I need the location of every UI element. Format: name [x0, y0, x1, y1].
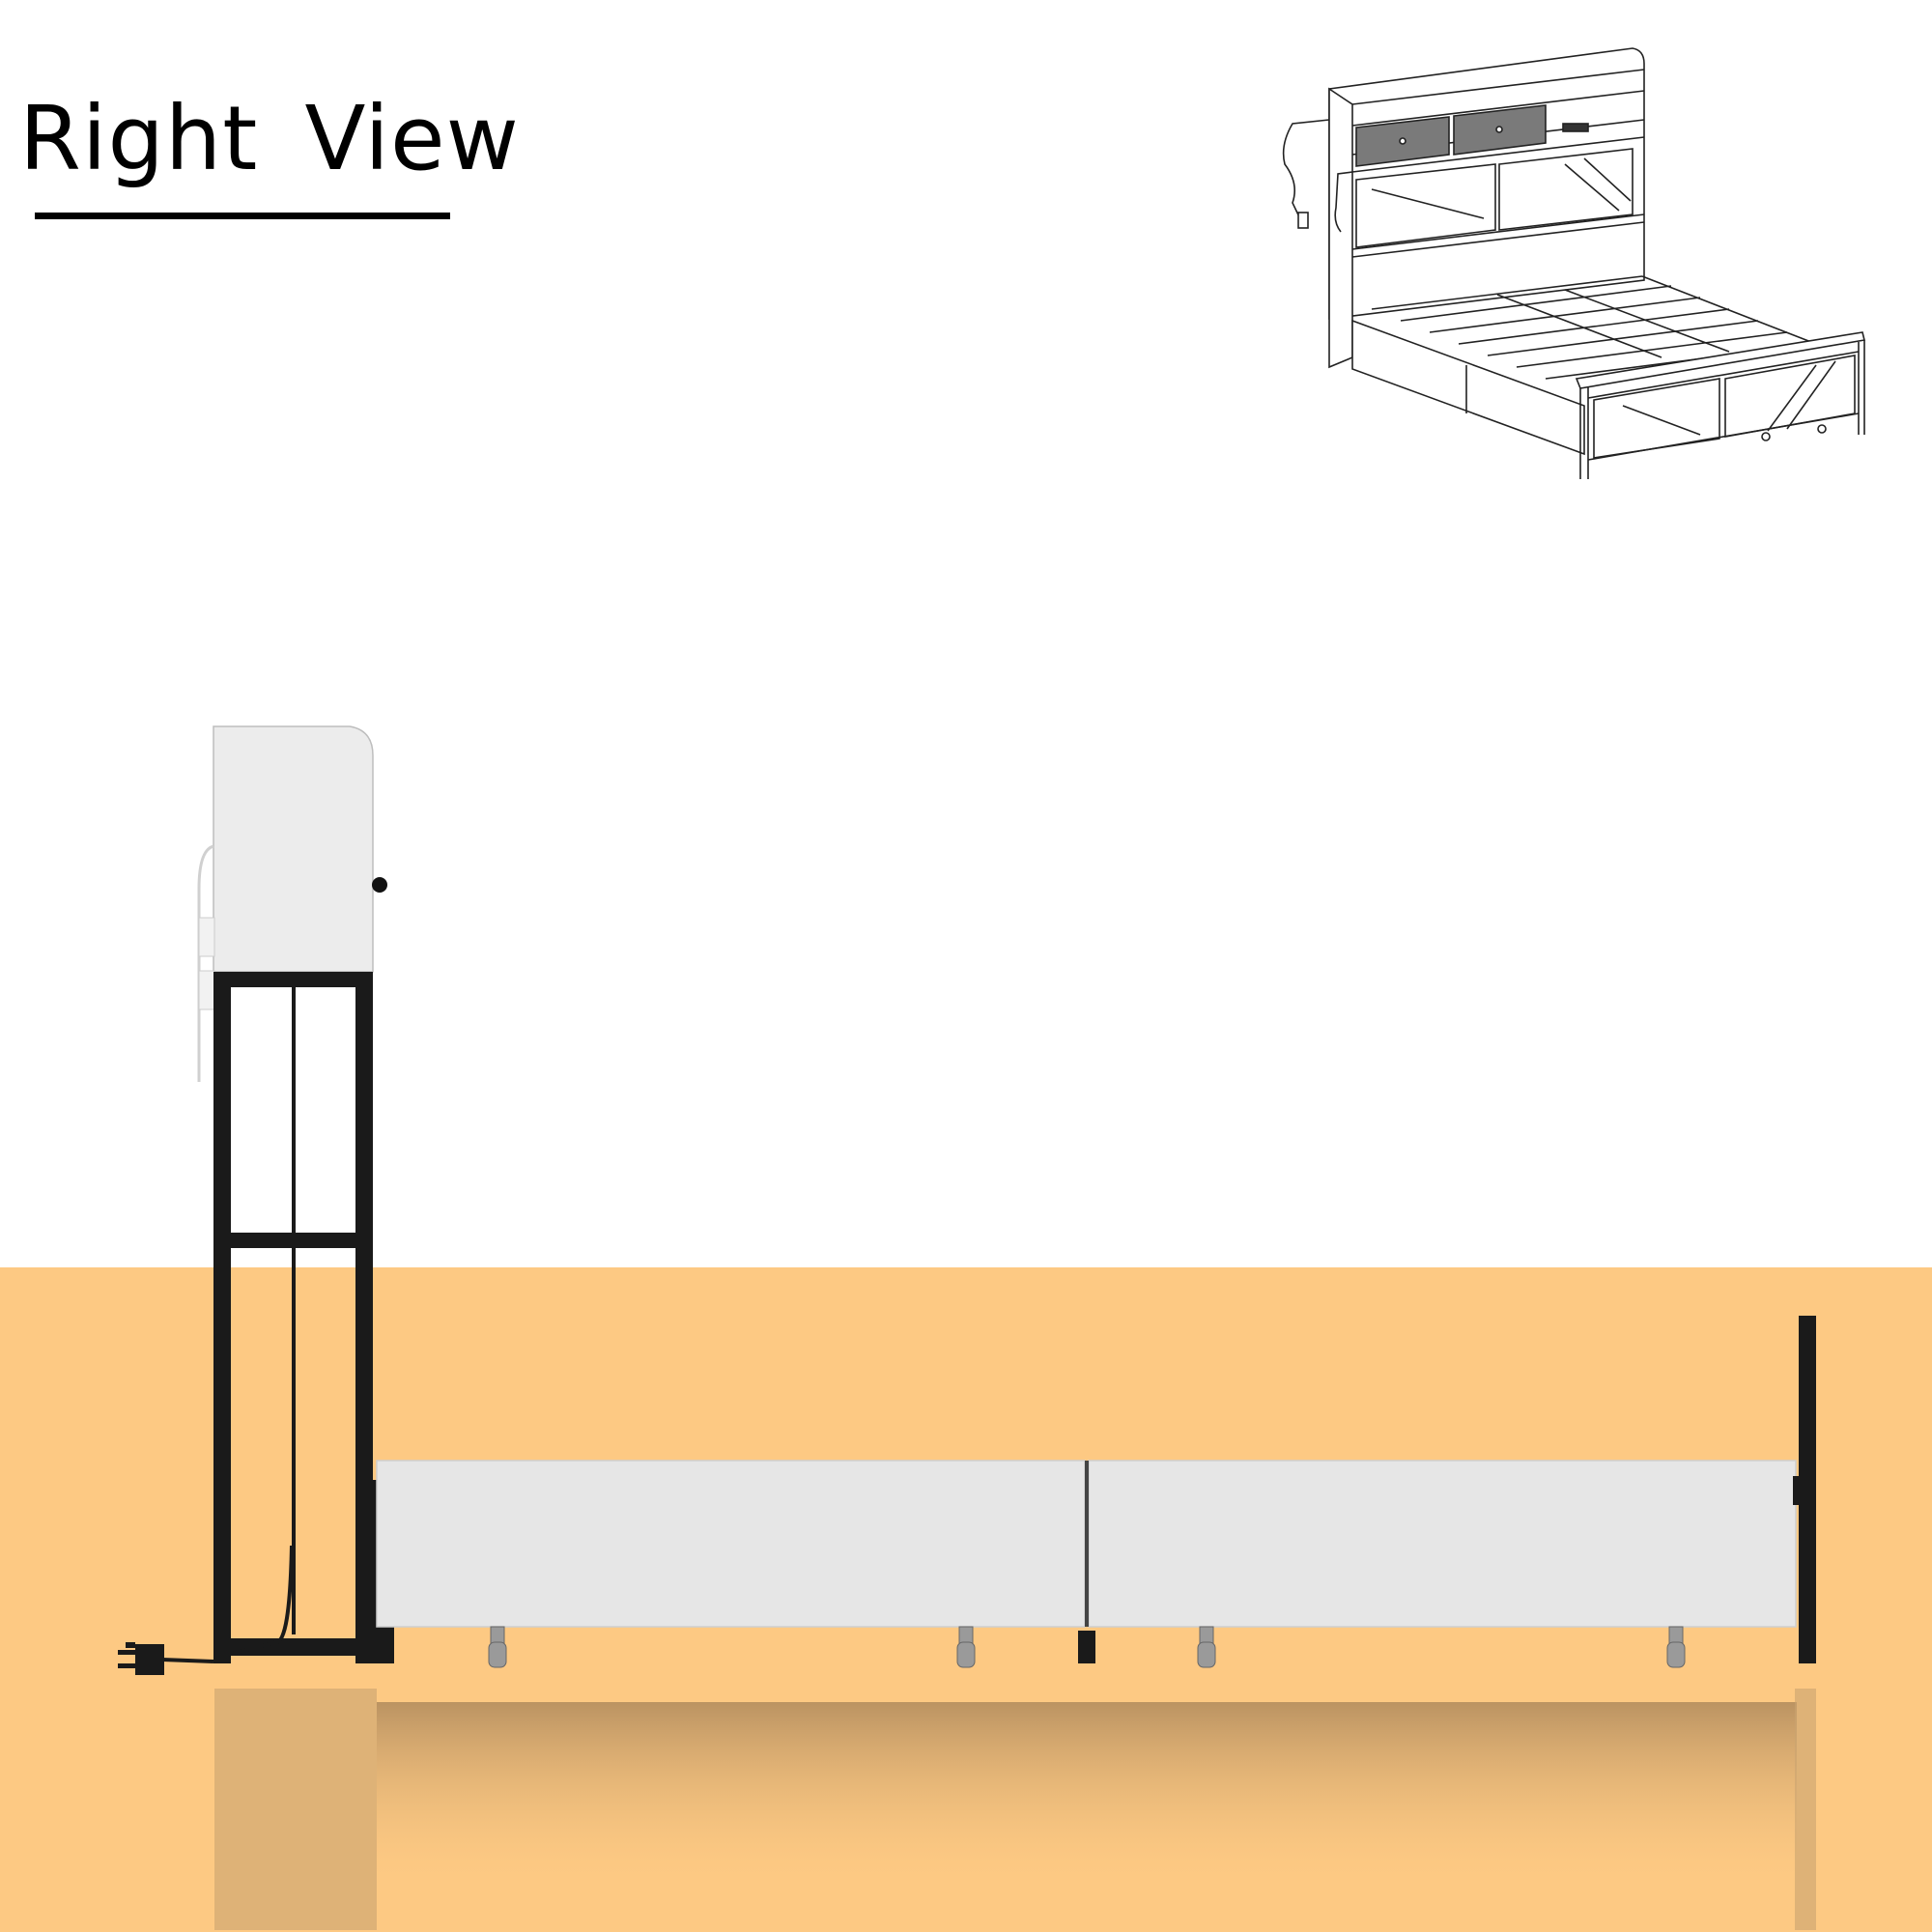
drawer-panel-right	[1088, 1460, 1797, 1628]
headboard-frame	[213, 972, 373, 1663]
caster-wheel-icon	[488, 1626, 1686, 1668]
power-plug-icon	[118, 1642, 214, 1675]
headboard-storage-box	[213, 725, 374, 973]
drawer-panel-left	[376, 1460, 1086, 1628]
view-title: Right View	[19, 87, 520, 190]
floor-reflection	[377, 1702, 1797, 1876]
title-underline	[35, 213, 450, 219]
knob-icon	[372, 877, 387, 893]
bed-frame-perspective-icon	[1282, 47, 1865, 479]
footboard-post	[1799, 1316, 1816, 1663]
